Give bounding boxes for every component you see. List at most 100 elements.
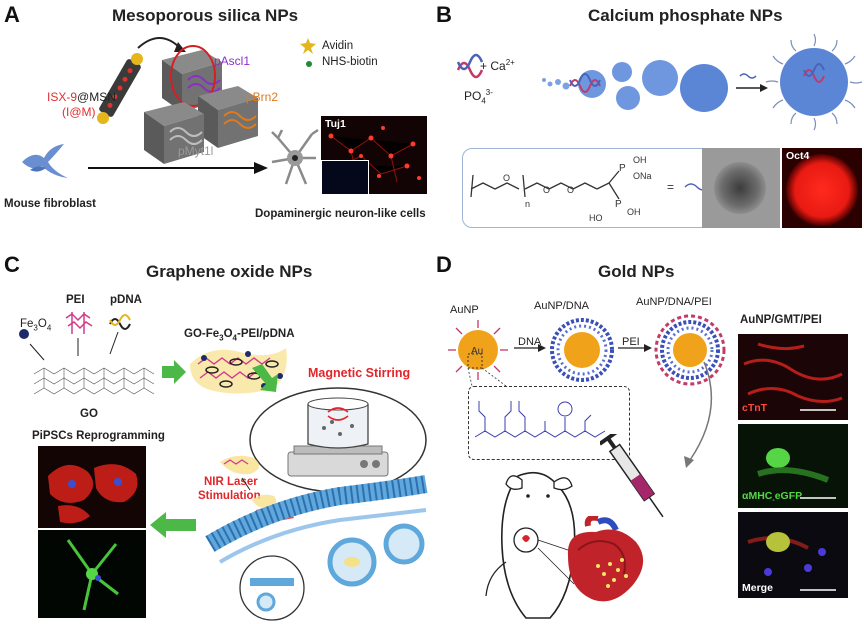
panel-d: D Gold NPs AuNP AuNP/DNA AuNP/DNA/PEI Au [432,248,864,624]
panel-b-letter: B [436,2,452,27]
reagent-phosphate-sub: 4 [481,96,486,106]
tuj1-label: Tuj1 [325,118,346,130]
nir-label-line1: NIR Laser [204,476,258,488]
step-label-aunp: AuNP [450,304,479,316]
ether-o-3: O [503,173,510,183]
pipsc-label: PiPSCs Reprogramming [32,430,165,442]
fe-o-text: O [37,318,47,330]
structure-ona: ONa [633,171,652,181]
pipsc-micrograph-red [38,446,146,528]
mouse-icon [485,471,597,619]
mhc-micrograph: αMHC-eGFP [738,424,848,508]
complex-c-sub1: 3 [219,333,224,343]
gold-np-scheme: Au [448,314,726,386]
structure-p1: P [619,163,626,174]
heart-icon [567,516,644,602]
panel-d-letter: D [436,252,452,277]
arrow-to-stirring [252,364,278,392]
go-label: GO [80,408,98,420]
arrow-label-dna: DNA [518,336,542,348]
complex-c-text-c: -PEI/pDNA [237,328,295,340]
step-label-aunp-dna: AuNP/DNA [534,300,590,312]
magnetic-stirrer-icon [249,387,427,493]
step-label-aunp-dna-pei: AuNP/DNA/PEI [636,296,712,308]
msn-diagram [97,37,258,164]
ctnt-label: cTnT [742,402,768,414]
reagent-phosphate: PO43- [464,88,493,105]
complex-label-prefix: ISX-9 [47,90,78,104]
source-cell-label: Mouse fibroblast [4,198,97,210]
nhs-biotin-icon [306,61,312,67]
syringe-icon [600,434,664,518]
fe-sub1: 3 [33,323,38,333]
complex-c-text-a: GO-Fe [184,328,220,340]
mhc-label-b: eGFP [774,490,803,502]
structure-p2: P [615,199,622,210]
neuron-icon [271,128,319,185]
graphene-scheme [19,312,287,395]
calcium-phosphate-scheme [456,33,862,131]
panel-d-title: Gold NPs [598,262,675,281]
reagent-phosphate-text: PO [464,89,482,103]
pipsc-green-cells [66,539,119,611]
ctnt-cells [743,342,843,411]
legend-avidin: Avidin [322,40,354,52]
fe-sub2: 4 [46,323,52,333]
structure-ho: HO [589,213,603,223]
fibroblast-icon [22,144,68,178]
panel-c: C Graphene oxide NPs PEI pDNA Fe3O4 [0,248,432,624]
complex-c-text-b: O [223,328,233,340]
complex-label-suffix: @MSN [77,90,116,104]
fe3o4-label: Fe3O4 [20,318,51,332]
brightfield-colony [702,148,780,228]
pipsc-red-cells [48,464,138,524]
plasmid-label-ascl1: pAscl1 [214,54,251,68]
cell-membrane-scheme [205,455,428,621]
tuj1-micrograph: Tuj1 [321,116,427,194]
peg-bisphosphonate-structure: O O O n P OH ONa P OH HO = [462,148,716,228]
pei-label: PEI [66,294,85,306]
plasmid-label-myt1l: pMyt1l [178,144,214,158]
arrow-label-pei: PEI [622,336,640,348]
panel-a: A Mesoporous silica NPs [0,0,430,240]
structure-oh1: OH [633,155,647,165]
complex-abbrev: (I@M) [62,105,96,119]
peptide-structure [474,401,606,438]
merge-micrograph: Merge [738,512,848,598]
reagent-calcium-charge: 2+ [505,58,515,67]
zoom-connector [467,353,507,387]
pipsc-micrograph-green [38,530,146,618]
panel-a-title: Mesoporous silica NPs [112,6,299,25]
reagent-phosphate-charge: 3- [485,88,493,97]
arrow-to-pipsc [150,512,196,538]
mhc-label: αMHC-eGFP [742,490,803,505]
reagent-calcium: + Ca2+ [480,58,515,73]
nir-label-line2: Stimulation [198,490,261,502]
mhc-label-a: αMHC [742,490,773,502]
result-cell-label: Dopaminergic neuron-like cells [255,208,426,220]
panel-c-letter: C [4,252,20,277]
merge-label: Merge [742,582,773,594]
panel-a-letter: A [4,2,20,27]
oct4-colony [786,154,858,226]
merge-cells [747,532,836,591]
brightfield-micrograph [702,148,780,228]
micro-header: AuNP/GMT/PEI [740,314,822,326]
structure-oh2: OH [627,207,641,217]
reagent-calcium-text: + Ca [480,59,506,73]
peptide-structure-box [468,386,630,460]
ether-o-1: O [543,185,550,195]
panel-b-title: Calcium phosphate NPs [588,6,783,25]
tuj1-inset [321,160,369,194]
conversion-arrow [88,162,268,174]
pdna-label: pDNA [110,294,142,306]
magnetic-stirring-label: Magnetic Stirring [308,366,411,380]
legend-nhs-biotin: NHS-biotin [322,56,378,68]
structure-equals: = [667,180,674,194]
structure-n: n [525,199,530,209]
avidin-icon [300,38,316,54]
fe-text: Fe [20,318,34,330]
oct4-micrograph: Oct4 [782,148,862,228]
ether-o-2: O [567,185,574,195]
plasmid-label-brn2: pBrn2 [246,90,279,104]
